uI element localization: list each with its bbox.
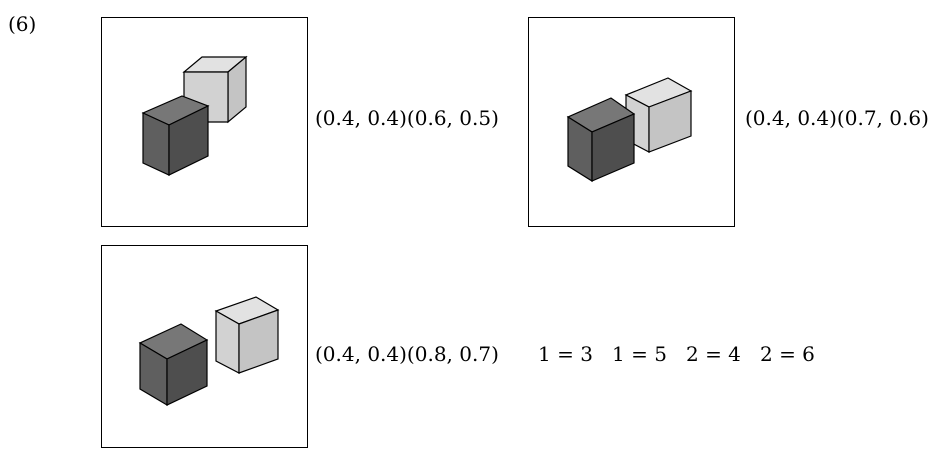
panel-3-caption: (0.4, 0.4)(0.8, 0.7) — [315, 342, 499, 366]
problem-number: (6) — [8, 12, 37, 36]
dark-cube-side-face — [591, 113, 635, 182]
cube-pair-illustration-1 — [141, 55, 248, 176]
light-cube-side-face — [238, 309, 279, 374]
cube-pair-illustration-2 — [566, 77, 693, 183]
cube-panel-3 — [101, 245, 308, 448]
light-cube-side-face — [648, 90, 692, 153]
cube-panel-2 — [528, 17, 735, 227]
dark-cube-side-face — [166, 339, 208, 406]
cube-panel-1 — [101, 17, 308, 227]
cube-pair-illustration-3 — [138, 296, 280, 407]
equality-relations: 1 = 3 1 = 5 2 = 4 2 = 6 — [538, 342, 815, 366]
panel-1-caption: (0.4, 0.4)(0.6, 0.5) — [315, 106, 499, 130]
panel-2-caption: (0.4, 0.4)(0.7, 0.6) — [745, 106, 929, 130]
dark-cube-side-face — [168, 105, 209, 176]
